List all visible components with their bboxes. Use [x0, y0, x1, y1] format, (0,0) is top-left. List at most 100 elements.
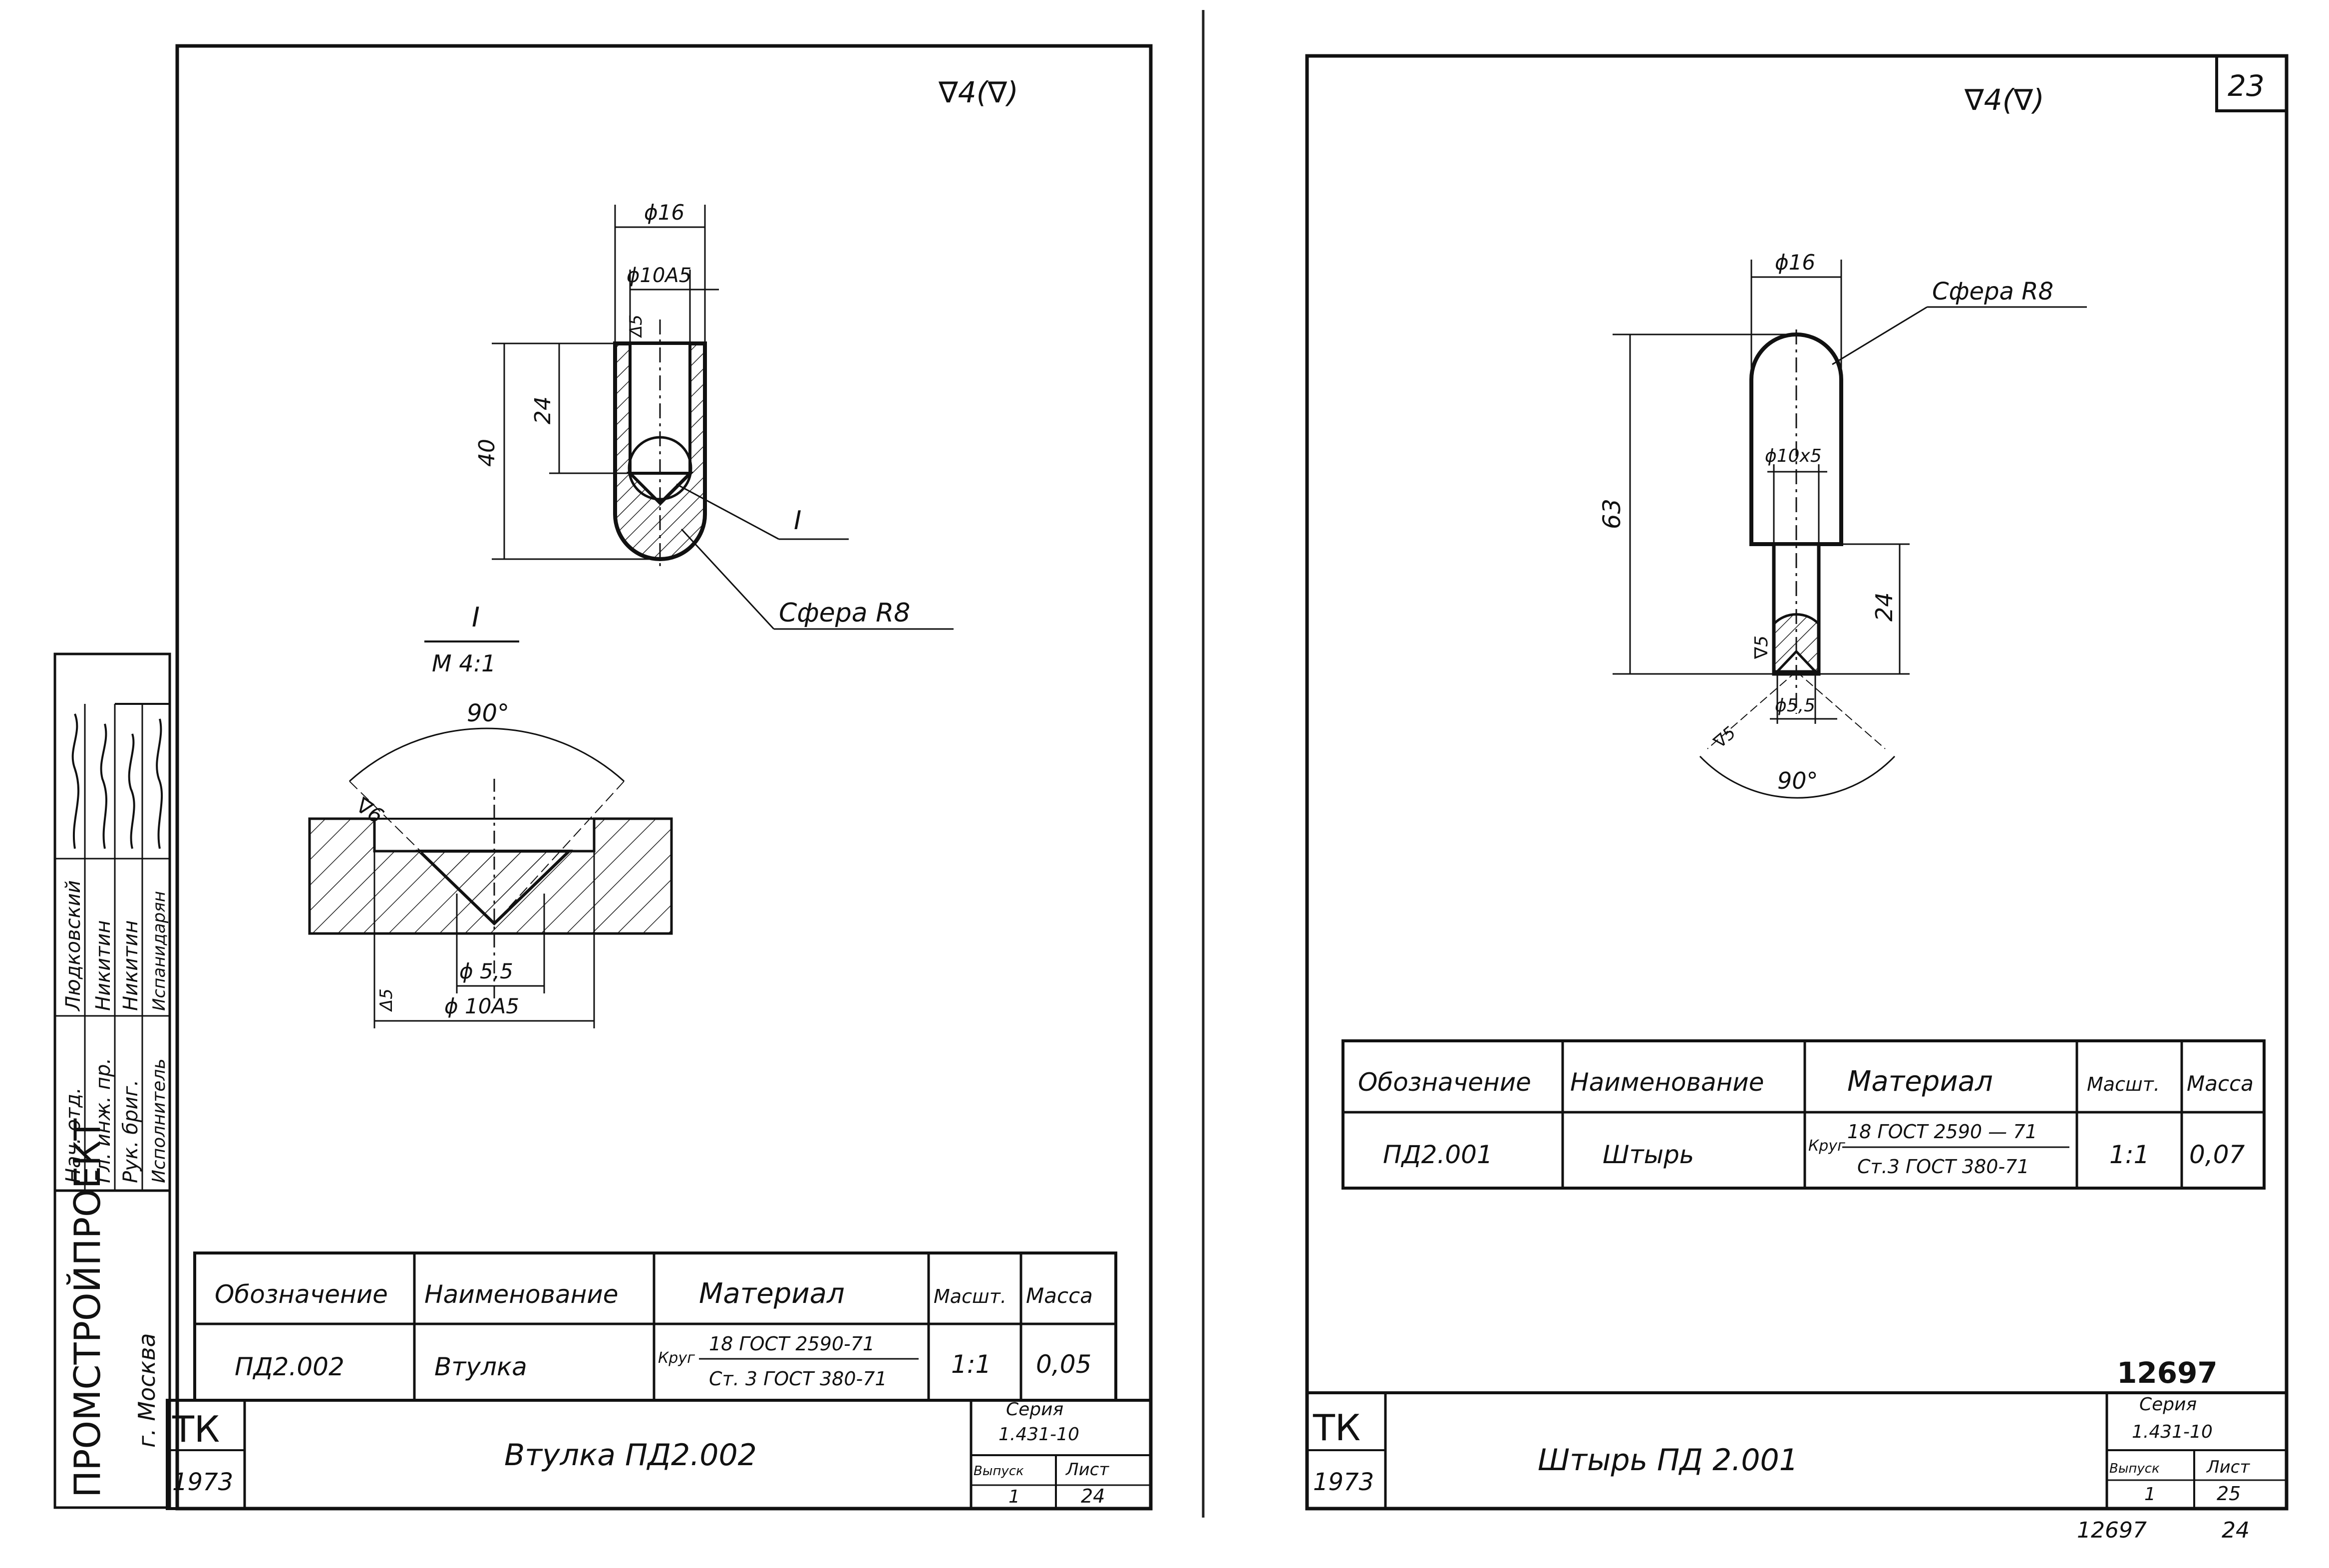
side-role-0: Нач. отд. [62, 1087, 85, 1183]
mark-label: I [794, 506, 801, 536]
side-name-3: Испанидарян [149, 891, 169, 1011]
left-series-label: Серия [1006, 1399, 1063, 1420]
left-sheet-value: 24 [1081, 1485, 1105, 1507]
right-td-name: Штырь [1603, 1140, 1694, 1169]
signature-3 [128, 733, 135, 849]
right-td-material-prefix: Круг [1808, 1137, 1845, 1155]
left-th-designation: Обозначение [215, 1280, 388, 1309]
pin-sphere: Сфера R8 [1932, 278, 2053, 306]
dim-h40: 40 [474, 439, 500, 467]
left-stamp-title: Втулка ПД2.002 [504, 1438, 757, 1473]
side-name-2: Никитин [119, 920, 142, 1011]
right-page-box [2215, 54, 2288, 112]
dim-d10a5: ϕ10А5 [627, 264, 691, 287]
side-name-0: Людковский [62, 880, 85, 1012]
signature-1 [71, 713, 79, 849]
sphere-leader [680, 528, 775, 630]
detail-rough5: Δ5 [376, 988, 396, 1012]
signature-4 [156, 718, 163, 849]
left-sheet-label: Лист [1065, 1460, 1109, 1480]
right-issue-label: Выпуск [2109, 1461, 2160, 1476]
right-title-block: ТК 1973 Штырь ПД 2.001 Серия 1.431-10 Вы… [1306, 1391, 2288, 1510]
left-th-material: Материал [699, 1277, 845, 1310]
right-stamp-title: Штырь ПД 2.001 [1538, 1443, 1798, 1478]
left-sheet: ∇4(∇) ϕ16 ϕ10А5 Δ5 40 24 [53, 44, 1153, 1511]
sphere-label: Сфера R8 [779, 598, 910, 628]
left-td-scale: 1:1 [951, 1350, 991, 1379]
right-td-material-top: 18 ГОСТ 2590 — 71 [1847, 1121, 2037, 1143]
left-td-name: Втулка [434, 1352, 527, 1381]
detail-d10a5: ϕ 10А5 [444, 994, 519, 1018]
right-th-material: Материал [1847, 1065, 1993, 1098]
left-title-block: ТК 1973 Втулка ПД2.002 Серия 1.431-10 Вы… [166, 1399, 1152, 1510]
detail-angle: 90° [467, 699, 509, 727]
right-bottom-page: 24 [2222, 1518, 2250, 1543]
right-issue-value: 1 [2144, 1484, 2156, 1505]
detail-arc [348, 727, 625, 782]
side-name-1: Никитин [92, 920, 115, 1011]
pin-d55: ϕ5,5 [1775, 695, 1815, 716]
pin-h24: 24 [1871, 592, 1898, 622]
left-td-material-prefix: Круг [658, 1349, 695, 1367]
detail-scale: М 4:1 [432, 650, 496, 677]
side-role-2: Рук. бриг. [119, 1080, 142, 1183]
dim-h24: 24 [530, 396, 556, 424]
right-sheet-value: 25 [2217, 1483, 2241, 1505]
right-th-scale: Масшт. [2087, 1073, 2160, 1095]
side-role-1: Гл. инж. пр. [92, 1058, 115, 1183]
left-td-material-bottom: Ст. 3 ГОСТ 380-71 [709, 1368, 887, 1390]
pin-sphere-leader [1832, 306, 1928, 365]
left-issue-label: Выпуск [974, 1464, 1024, 1479]
pin-angle-l [1707, 671, 1797, 749]
left-side-stamp: ПРОМСТРОЙПРОЕКТ г. Москва Нач. отд. Гл. … [53, 652, 171, 1509]
right-th-mass: Масса [2187, 1071, 2254, 1096]
detail-d55: ϕ 5,5 [459, 959, 513, 983]
right-bottom-number: 12697 [2077, 1518, 2147, 1543]
right-spec-table: Обозначение Наименование Материал Масшт.… [1341, 1039, 2266, 1190]
right-td-scale: 1:1 [2109, 1140, 2149, 1169]
pin-angle-arc [1699, 755, 1896, 799]
left-spec-table: Обозначение Наименование Материал Масшт.… [193, 1252, 1117, 1402]
right-td-material-bottom: Ст.3 ГОСТ 380-71 [1857, 1156, 2029, 1178]
right-doc-number: 12697 [2117, 1356, 2218, 1390]
pin-rough5a: ∇5 [1751, 635, 1772, 659]
left-series-value: 1.431-10 [998, 1424, 1079, 1445]
right-td-designation: ПД2.001 [1383, 1140, 1493, 1169]
pin-view: ϕ16 Сфера R8 ϕ10х5 63 24 ∇5 ϕ5,5 [1598, 250, 2087, 799]
pin-d16: ϕ16 [1775, 250, 1815, 275]
left-th-scale: Масшт. [934, 1285, 1006, 1307]
pin-rough5b: ∇5 [1709, 723, 1739, 753]
right-sheet-label: Лист [2206, 1457, 2250, 1477]
bushing-view: ϕ16 ϕ10А5 Δ5 40 24 I Сфера R8 [474, 200, 954, 630]
dim-delta5: Δ5 [626, 314, 646, 338]
right-series-label: Серия [2139, 1394, 2197, 1415]
right-roughness: ∇4(∇) [1964, 83, 2044, 117]
mark-leader [676, 483, 779, 540]
pin-d10x5: ϕ10х5 [1765, 446, 1822, 466]
signature-2 [100, 723, 108, 849]
detail-cone-mask [420, 852, 421, 853]
detail-view: I М 4:1 90° ∇6 ϕ 5,5 ϕ 10А5 Δ5 [308, 602, 673, 1028]
pin-angle: 90° [1777, 767, 1818, 794]
side-org: ПРОМСТРОЙПРОЕКТ [66, 1118, 108, 1498]
left-th-mass: Масса [1026, 1283, 1093, 1308]
left-th-name: Наименование [424, 1280, 619, 1309]
right-series-value: 1.431-10 [2132, 1422, 2213, 1442]
right-year: 1973 [1313, 1468, 1374, 1496]
left-issue-value: 1 [1008, 1487, 1020, 1507]
pin-h63: 63 [1598, 499, 1626, 529]
right-page-number: 23 [2228, 69, 2265, 103]
dim-d16: ϕ16 [644, 200, 684, 225]
left-td-mass: 0,05 [1036, 1350, 1091, 1379]
right-th-designation: Обозначение [1358, 1068, 1531, 1097]
detail-title: I [472, 602, 480, 633]
right-th-name: Наименование [1570, 1068, 1764, 1097]
right-tk: ТК [1313, 1407, 1360, 1449]
side-city: г. Москва [133, 1333, 160, 1448]
left-year: 1973 [172, 1468, 233, 1496]
left-td-designation: ПД2.002 [235, 1352, 344, 1381]
right-td-mass: 0,07 [2189, 1140, 2245, 1169]
left-td-material-top: 18 ГОСТ 2590-71 [709, 1333, 875, 1355]
side-role-3: Исполнитель [149, 1058, 169, 1183]
